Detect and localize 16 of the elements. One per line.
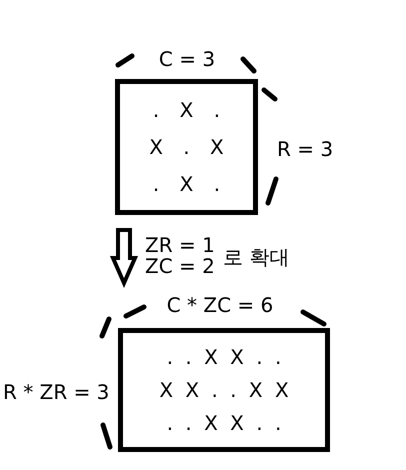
dimension-label: C = 3 bbox=[158, 48, 216, 70]
grid-box bbox=[115, 79, 258, 215]
hollow-arrow bbox=[110, 228, 138, 288]
grid-row: X . X bbox=[149, 134, 224, 159]
annotation-text: ZC = 2 bbox=[145, 255, 215, 277]
dimension-label: R = 3 bbox=[277, 138, 334, 160]
grid-row: . X . bbox=[152, 172, 220, 196]
annotation-text: ZR = 1 bbox=[145, 234, 215, 256]
dimension-label: C * ZC = 6 bbox=[166, 294, 274, 316]
grid-row: X X . . X X bbox=[159, 378, 289, 402]
grid-row: . . X X . . bbox=[166, 345, 282, 370]
grid-row: . . X X . . bbox=[166, 410, 282, 435]
annotation-text: 로 확대 bbox=[223, 246, 290, 268]
dimension-label: R * ZR = 3 bbox=[3, 381, 110, 403]
grid-box bbox=[118, 328, 330, 452]
grid-row: . X . bbox=[152, 98, 220, 122]
